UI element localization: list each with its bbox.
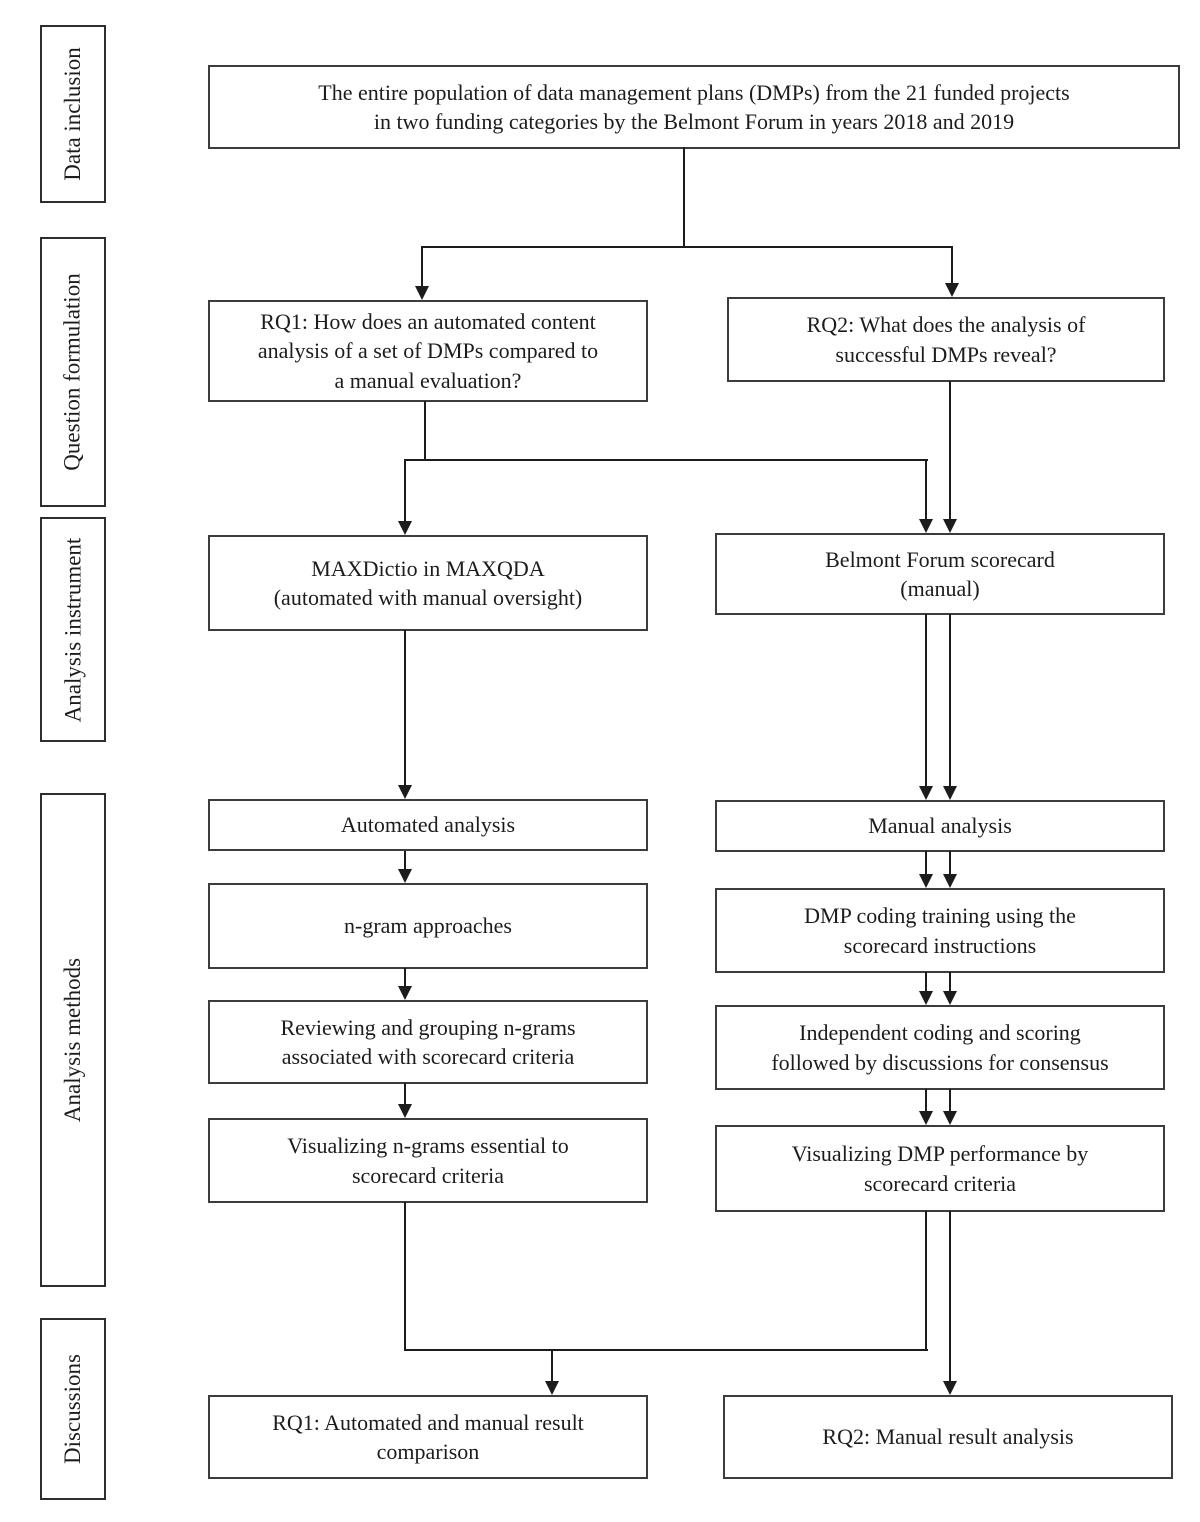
connector-population-stem (683, 147, 685, 247)
node-dmp-coding-training: DMP coding training using the scorecard … (715, 888, 1165, 973)
node-ngram-approaches-label: n-gram approaches (344, 913, 512, 939)
arrowhead-icon (919, 786, 933, 800)
node-rq1: RQ1: How does an automated content analy… (208, 300, 648, 402)
node-manual-analysis: Manual analysis (715, 800, 1165, 852)
connector-dmpcoding-to-independent-right (949, 972, 951, 993)
node-visualizing-dmp-performance: Visualizing DMP performance by scorecard… (715, 1125, 1165, 1212)
phase-label-question-formulation: Question formulation (60, 273, 86, 471)
arrowhead-icon (398, 521, 412, 535)
node-reviewing-grouping: Reviewing and grouping n-grams associate… (208, 1000, 648, 1084)
connector-manual-to-dmpcoding-left (925, 851, 927, 876)
arrowhead-icon (919, 519, 933, 533)
connector-branch-to-rq1 (421, 246, 423, 288)
connector-independent-to-visdmp-left (925, 1089, 927, 1113)
arrowhead-icon (415, 286, 429, 300)
node-automated-analysis-label: Automated analysis (340, 812, 516, 838)
node-rq1-label: RQ1: How does an automated content analy… (257, 309, 599, 393)
connector-visdmp-to-rq2result (949, 1211, 951, 1383)
connector-reviewing-to-visngrams (404, 1083, 406, 1106)
phase-box-discussions: Discussions (40, 1318, 106, 1500)
node-independent-coding-label: Independent coding and scoring followed … (771, 1020, 1109, 1075)
connector-independent-to-visdmp-right (949, 1089, 951, 1113)
node-rq2-result: RQ2: Manual result analysis (723, 1395, 1173, 1479)
connector-merge-to-rq1result (551, 1349, 553, 1383)
connector-population-branch (421, 246, 953, 248)
node-rq1-result-label: RQ1: Automated and manual result compari… (272, 1409, 584, 1464)
phase-label-analysis-instrument: Analysis instrument (60, 537, 86, 722)
arrowhead-icon (398, 986, 412, 1000)
connector-rq1-branch (404, 459, 928, 461)
phase-box-data-inclusion: Data inclusion (40, 25, 106, 203)
arrowhead-icon (919, 1111, 933, 1125)
phase-box-analysis-methods: Analysis methods (40, 793, 106, 1287)
node-population: The entire population of data management… (208, 65, 1180, 149)
node-visualizing-ngrams: Visualizing n-grams essential to scoreca… (208, 1118, 648, 1203)
phase-box-analysis-instrument: Analysis instrument (40, 517, 106, 742)
connector-results-merge (404, 1349, 928, 1351)
node-rq1-result: RQ1: Automated and manual result compari… (208, 1395, 648, 1479)
connector-visngrams-stem (404, 1202, 406, 1351)
phase-label-data-inclusion: Data inclusion (60, 47, 85, 181)
node-independent-coding: Independent coding and scoring followed … (715, 1005, 1165, 1090)
connector-scorecard-to-manual-left (925, 614, 927, 788)
node-manual-analysis-label: Manual analysis (868, 813, 1012, 839)
arrowhead-icon (943, 786, 957, 800)
node-scorecard-label: Belmont Forum scorecard (manual) (825, 546, 1055, 601)
connector-manual-to-dmpcoding-right (949, 851, 951, 876)
node-rq2-result-label: RQ2: Manual result analysis (822, 1424, 1074, 1450)
connector-rq1-to-scorecard (925, 459, 927, 521)
connector-ngram-to-reviewing (404, 968, 406, 988)
node-population-label: The entire population of data management… (318, 79, 1070, 134)
arrowhead-icon (943, 1111, 957, 1125)
node-maxdictio: MAXDictio in MAXQDA (automated with manu… (208, 535, 648, 631)
arrowhead-icon (398, 785, 412, 799)
node-ngram-approaches: n-gram approaches (208, 883, 648, 969)
connector-visdmp-to-merge (925, 1211, 927, 1351)
connector-rq1-stem (424, 401, 426, 461)
node-maxdictio-label: MAXDictio in MAXQDA (automated with manu… (273, 555, 583, 610)
connector-scorecard-to-manual-right (949, 614, 951, 788)
arrowhead-icon (398, 1104, 412, 1118)
arrowhead-icon (398, 869, 412, 883)
node-automated-analysis: Automated analysis (208, 799, 648, 851)
arrowhead-icon (943, 991, 957, 1005)
connector-automated-to-ngram (404, 851, 406, 871)
arrowhead-icon (919, 874, 933, 888)
arrowhead-icon (943, 874, 957, 888)
connector-maxdictio-to-automated (404, 630, 406, 787)
phase-box-question-formulation: Question formulation (40, 237, 106, 507)
connector-branch-to-rq2 (951, 246, 953, 285)
connector-rq1-to-maxdictio (404, 459, 406, 523)
phase-label-discussions: Discussions (60, 1354, 85, 1464)
node-reviewing-grouping-label: Reviewing and grouping n-grams associate… (280, 1014, 576, 1069)
connector-dmpcoding-to-independent-left (925, 972, 927, 993)
node-visualizing-dmp-performance-label: Visualizing DMP performance by scorecard… (791, 1141, 1089, 1196)
node-scorecard: Belmont Forum scorecard (manual) (715, 533, 1165, 615)
arrowhead-icon (545, 1381, 559, 1395)
arrowhead-icon (943, 1381, 957, 1395)
node-dmp-coding-training-label: DMP coding training using the scorecard … (804, 903, 1076, 958)
phase-label-analysis-methods: Analysis methods (60, 957, 86, 1123)
node-rq2: RQ2: What does the analysis of successfu… (727, 297, 1165, 382)
node-rq2-label: RQ2: What does the analysis of successfu… (806, 312, 1086, 367)
arrowhead-icon (945, 283, 959, 297)
connector-rq2-to-scorecard (949, 381, 951, 521)
arrowhead-icon (919, 991, 933, 1005)
node-visualizing-ngrams-label: Visualizing n-grams essential to scoreca… (287, 1133, 569, 1188)
arrowhead-icon (943, 519, 957, 533)
